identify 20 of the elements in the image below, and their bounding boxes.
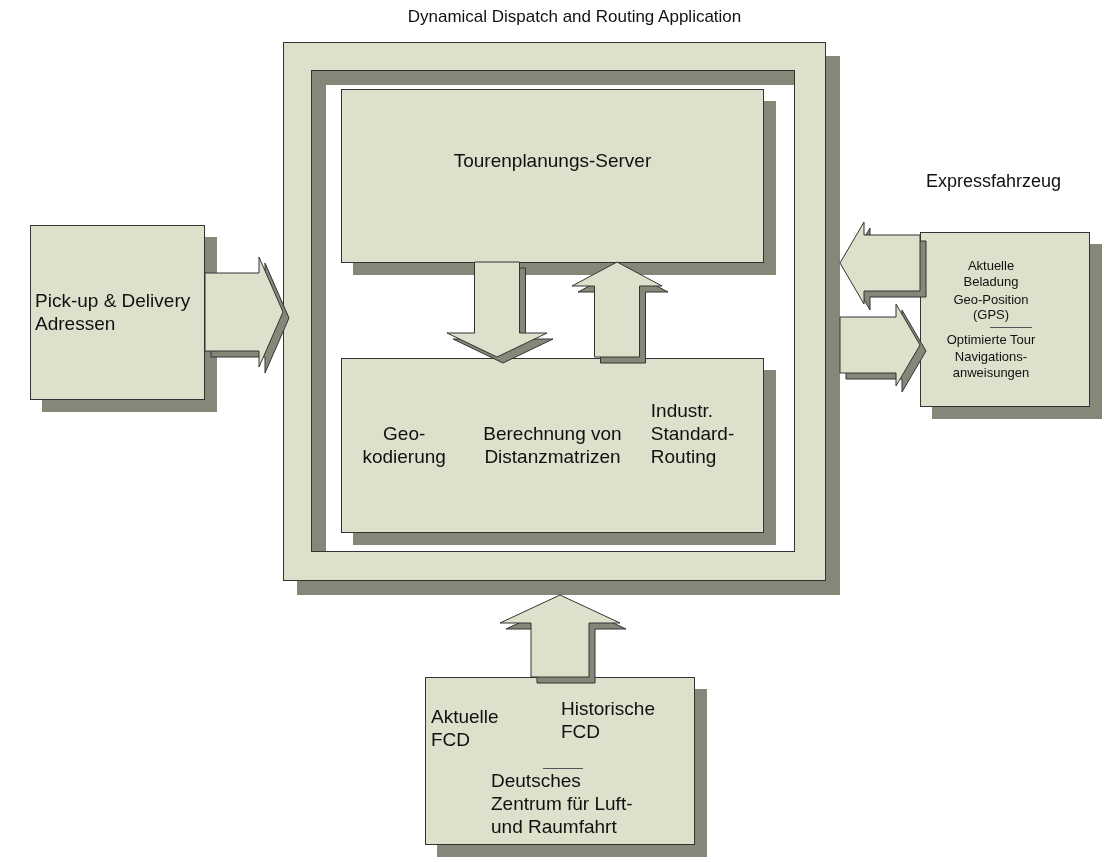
node-text: Deutsches Zentrum für Luft- und Raumfahrt <box>491 770 634 839</box>
node-text: Aktuelle Beladung <box>962 258 1020 290</box>
block-arrow <box>499 594 627 684</box>
block-arrow <box>839 221 927 311</box>
node-text: Industr. Standard- Routing <box>650 400 736 469</box>
node-text: Optimierte Tour <box>946 331 1036 348</box>
node-text: Dynamical Dispatch and Routing Application <box>406 7 743 28</box>
block-arrow <box>204 256 290 374</box>
block-arrow <box>571 261 669 364</box>
block-arrow <box>839 303 927 393</box>
node-text: Aktuelle FCD <box>431 706 500 752</box>
node-text: Berechnung von Distanzmatrizen <box>482 422 623 469</box>
node-text: Navigations- anweisungen <box>951 349 1031 381</box>
node-text: Geo-Position (GPS) <box>952 291 1030 323</box>
node-text: Expressfahrzeug <box>926 171 1062 193</box>
block-arrow <box>446 261 554 364</box>
node-text: Historische FCD <box>561 698 656 744</box>
node-text: Pick-up & Delivery Adressen <box>35 289 192 336</box>
node-text: Geo- kodierung <box>361 422 447 469</box>
node-text: Tourenplanungs-Server <box>453 149 652 173</box>
